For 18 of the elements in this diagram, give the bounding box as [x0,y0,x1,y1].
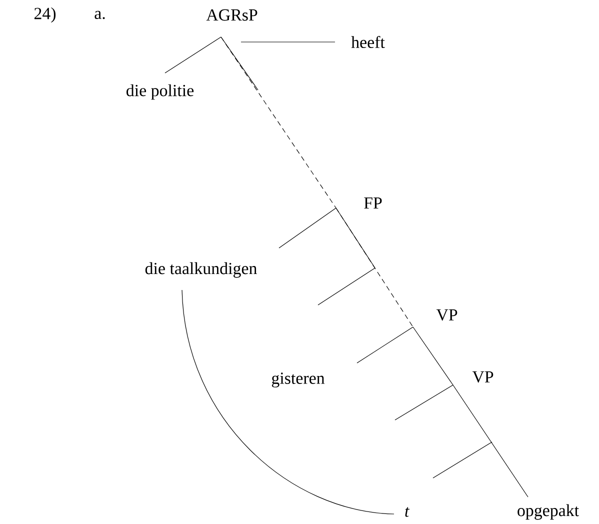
tree-branch [278,208,336,248]
tree-label: VP [472,371,494,383]
tree-branch [164,36,222,74]
tree-label: die politie [126,84,194,100]
tree-label: FP [364,197,382,209]
example-number: 24) [34,7,56,23]
tree-branch [356,326,414,364]
tree-label: AGRsP [206,9,258,21]
tree-label: heeft [351,36,385,48]
tree-branch [412,326,454,386]
tree-label: gisteren [272,372,325,388]
tree-branch [452,384,528,498]
tree-label: die taalkundigen [145,262,257,278]
tree-label: VP [436,309,458,321]
movement-arc [182,290,394,514]
tree-label: opgepakt [518,504,579,520]
trace: t [405,507,410,517]
example-number: a. [94,10,105,20]
